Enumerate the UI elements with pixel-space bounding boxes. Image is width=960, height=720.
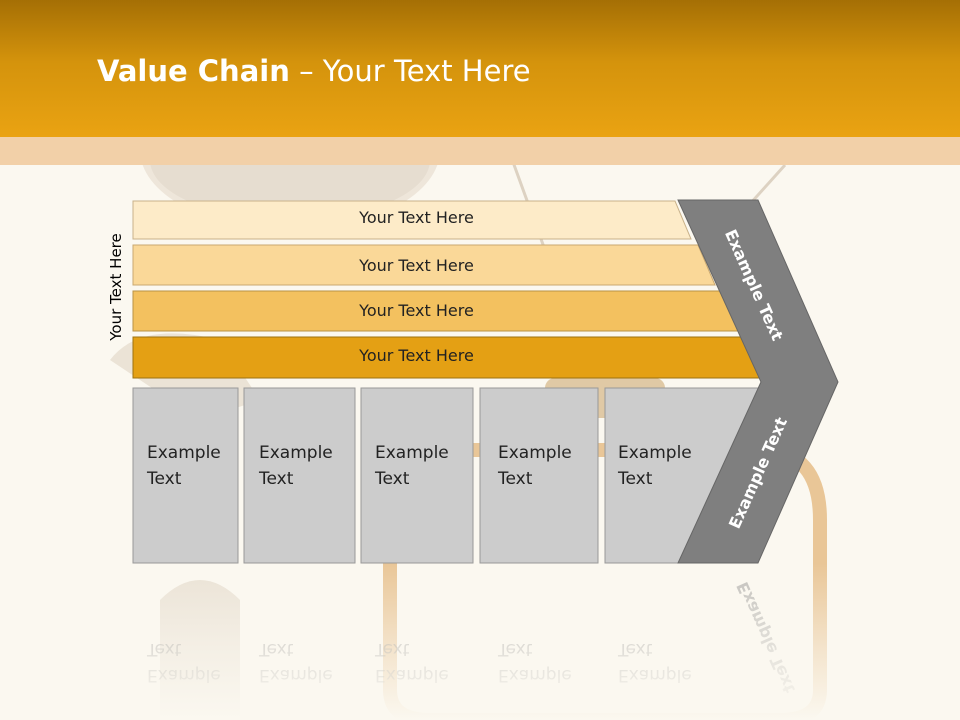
support-bar-1-label: Your Text Here <box>359 208 474 227</box>
activity-box-2 <box>243 387 356 564</box>
activity-box-1-label: Example Text <box>147 443 221 489</box>
activity-box-3 <box>360 387 474 564</box>
header-bar <box>0 0 960 137</box>
support-bar-2 <box>132 244 716 286</box>
activity-box-4 <box>479 387 599 564</box>
support-bar-1 <box>132 200 692 240</box>
header-band <box>0 137 960 165</box>
support-bar-4-label: Your Text Here <box>359 346 474 365</box>
title-rest: – Your Text Here <box>289 54 531 88</box>
side-label: Your Text Here <box>107 233 125 341</box>
activity-box-3-label: Example Text <box>375 443 449 489</box>
activity-box-5-label: Example Text <box>618 443 692 489</box>
reflection-fade <box>0 563 960 720</box>
activity-box-4-label: Example Text <box>498 443 572 489</box>
title-bold: Value Chain <box>97 54 290 88</box>
activity-box-2-label: Example Text <box>259 443 333 489</box>
support-bar-3-label: Your Text Here <box>359 301 474 320</box>
slide-title: Value Chain – Your Text Here <box>97 54 531 88</box>
support-bar-2-label: Your Text Here <box>359 256 474 275</box>
